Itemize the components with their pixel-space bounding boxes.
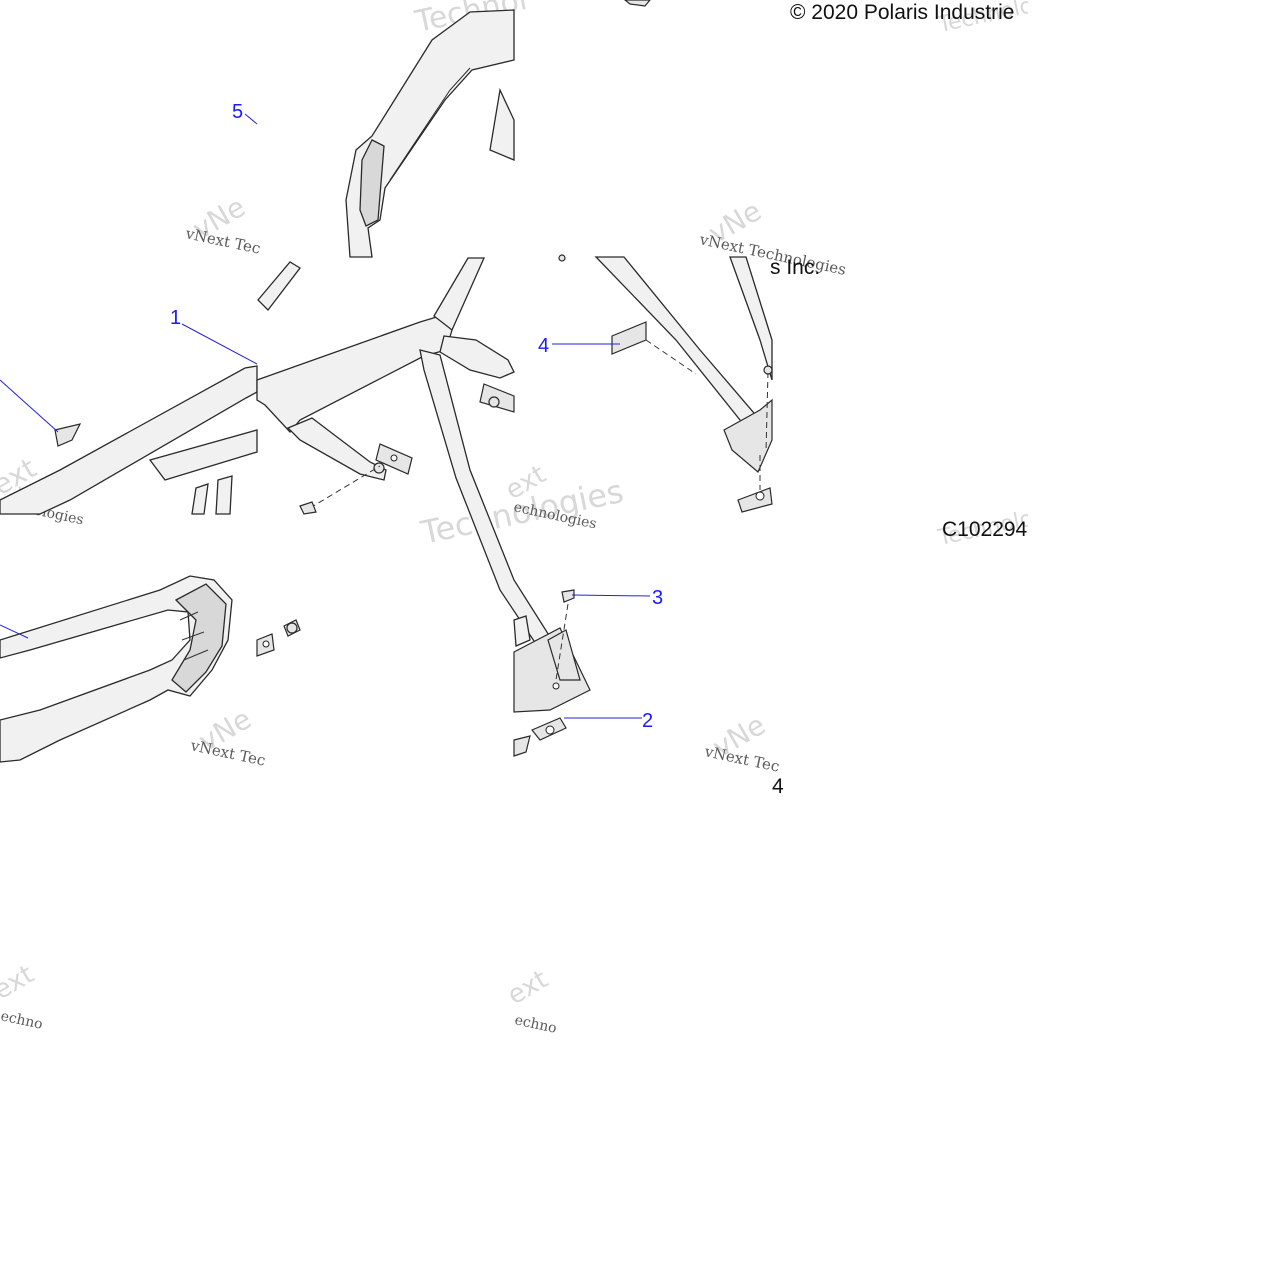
bumper-loop-top [345, 0, 651, 258]
watermark-ext-bm: ext [503, 965, 554, 1012]
clip-part [54, 423, 82, 447]
diagram-code-fragment: 4 [772, 775, 784, 798]
bumper-end-left [0, 575, 233, 763]
watermark-echno-1: echno [0, 1008, 44, 1033]
watermark-ext-bl: ext [0, 960, 39, 1007]
screw-part [561, 589, 575, 603]
reflector-plate [611, 321, 647, 355]
copyright-fragment: s Inc. [770, 256, 820, 279]
bumper-bar-left [0, 365, 258, 515]
bracket-bottom-center [256, 619, 301, 657]
callout-4: 4 [538, 335, 549, 357]
callout-5: 5 [232, 101, 243, 123]
callout-leaders [0, 113, 651, 719]
callout-labels: 5 1 4 3 2 [170, 101, 663, 732]
watermark-echno-2: echno [513, 1012, 558, 1037]
mount-bracket-bottom [513, 589, 591, 757]
callout-3: 3 [652, 587, 663, 609]
copyright-text: © 2020 Polaris Industrie [790, 1, 1014, 24]
diagram-code: C102294 [942, 518, 1028, 541]
side-rail-right [558, 254, 773, 513]
frame-joint-center [256, 257, 553, 651]
callout-2: 2 [642, 710, 653, 732]
callout-1: 1 [170, 307, 181, 329]
